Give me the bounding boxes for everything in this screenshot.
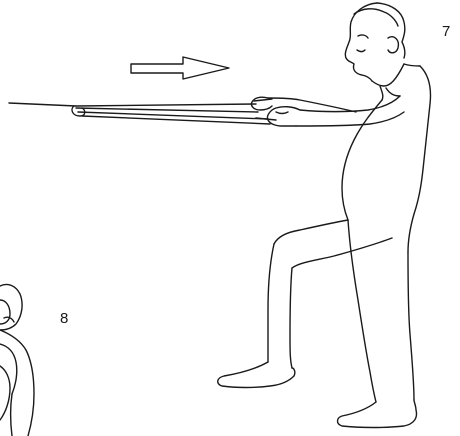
figure-step-8	[0, 284, 34, 436]
exercise-rope	[9, 99, 276, 124]
figure-step-7	[218, 3, 431, 428]
step-number-7: 7	[442, 24, 450, 39]
direction-arrow-icon	[131, 57, 229, 79]
step-number-8: 8	[60, 311, 68, 326]
